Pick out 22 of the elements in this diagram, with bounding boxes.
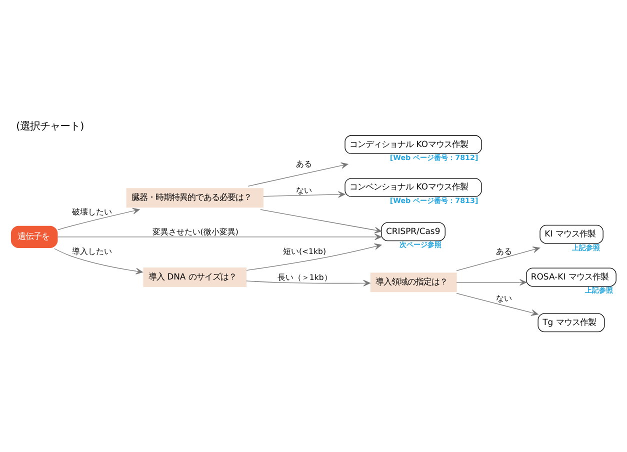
node-box: KI マウス作製 [540, 224, 604, 244]
arrow [456, 278, 527, 286]
node-box: CRISPR/Cas9 [381, 222, 446, 241]
arrow [58, 207, 140, 230]
arrow [260, 208, 382, 233]
arrow [456, 292, 538, 316]
node-box: コンベンショナル KOマウス作製 [344, 178, 482, 196]
arrow [57, 233, 382, 240]
node-box: ROSA-KI マウス作製 [526, 267, 616, 286]
arrow [248, 162, 348, 186]
node-box: 臓器・時期特異的である必要は？ [126, 188, 264, 208]
node-box: Tg マウス作製 [538, 312, 605, 332]
arrow [246, 279, 370, 286]
node-box: コンディショナル KOマウス作製 [344, 134, 482, 154]
node-box: 導入領域の指定は？ [370, 272, 457, 292]
node-box: 遺伝子を [10, 225, 58, 248]
arrow [54, 248, 143, 274]
diagram-title: (選択チャート) [16, 120, 84, 132]
arrow [263, 190, 346, 198]
node-box: 導入 DNA のサイズは？ [143, 266, 247, 286]
arrow [246, 242, 382, 270]
arrow [456, 246, 540, 271]
